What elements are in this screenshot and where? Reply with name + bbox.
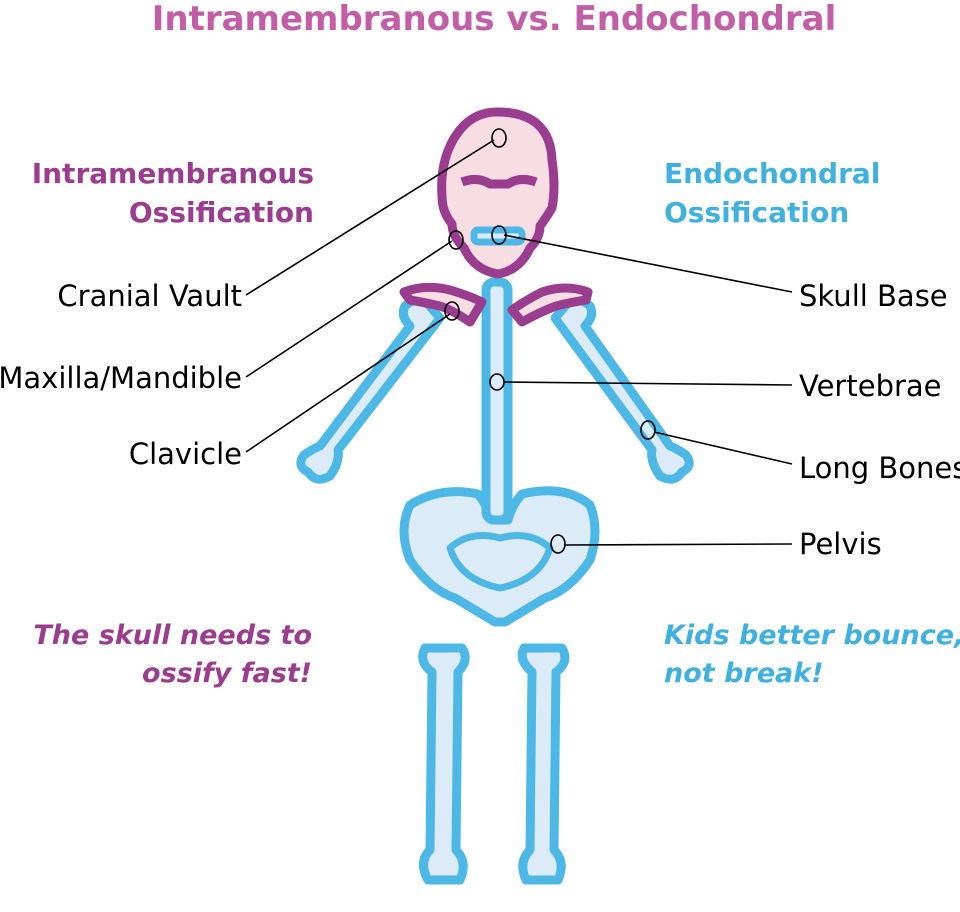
left-leg-bone bbox=[418, 643, 470, 885]
maxilla-mandible-label: Maxilla/Mandible bbox=[0, 361, 242, 395]
bone-markers bbox=[444, 128, 656, 554]
right-arm-bone bbox=[550, 296, 694, 484]
pelvis-bone bbox=[399, 486, 600, 627]
endochondral-heading-line2: Ossification bbox=[664, 196, 849, 229]
skull-base-leader bbox=[503, 234, 793, 293]
cranial-vault-label: Cranial Vault bbox=[57, 279, 242, 313]
pelvis-marker bbox=[550, 534, 566, 554]
skull-base-marker bbox=[491, 225, 507, 245]
intramembranous-heading-line1: Intramembranous bbox=[32, 157, 314, 190]
pelvis-label: Pelvis bbox=[799, 527, 882, 561]
long-bones-leader bbox=[653, 431, 793, 465]
clavicle-label: Clavicle bbox=[129, 437, 242, 471]
intramembranous-note-line2: ossify fast! bbox=[142, 658, 312, 689]
vertebrae-leader bbox=[503, 381, 793, 386]
long-bones-marker bbox=[640, 420, 656, 440]
vertebrae-marker bbox=[489, 373, 505, 391]
left-clavicle-bone bbox=[399, 282, 487, 327]
leader-lines bbox=[245, 139, 793, 546]
intramembranous-heading-line2: Ossification bbox=[129, 196, 314, 229]
endochondral-note-line2: not break! bbox=[664, 658, 824, 689]
cranial-vault-leader bbox=[245, 139, 495, 296]
skull-bone bbox=[437, 107, 559, 279]
spine-bone bbox=[481, 277, 513, 525]
pelvis-leader bbox=[563, 543, 793, 546]
skeleton-figure bbox=[296, 107, 694, 885]
maxilla-mandible-leader bbox=[245, 240, 453, 378]
long-bones-label: Long Bones bbox=[799, 451, 960, 485]
endochondral-heading-line1: Endochondral bbox=[664, 157, 880, 190]
vertebrae-label: Vertebrae bbox=[799, 369, 942, 403]
skull-base-label: Skull Base bbox=[799, 279, 948, 313]
endochondral-note-line1: Kids better bounce, bbox=[664, 620, 960, 651]
cranial-vault-marker bbox=[491, 128, 507, 148]
diagram-title: Intramembranous vs. Endochondral bbox=[152, 0, 837, 39]
clavicle-marker bbox=[444, 301, 460, 321]
clavicle-leader bbox=[245, 313, 451, 453]
maxilla-mandible-marker bbox=[448, 230, 464, 250]
right-leg-bone bbox=[517, 643, 570, 885]
intramembranous-note-line1: The skull needs to bbox=[33, 620, 312, 651]
right-clavicle-bone bbox=[507, 283, 593, 327]
